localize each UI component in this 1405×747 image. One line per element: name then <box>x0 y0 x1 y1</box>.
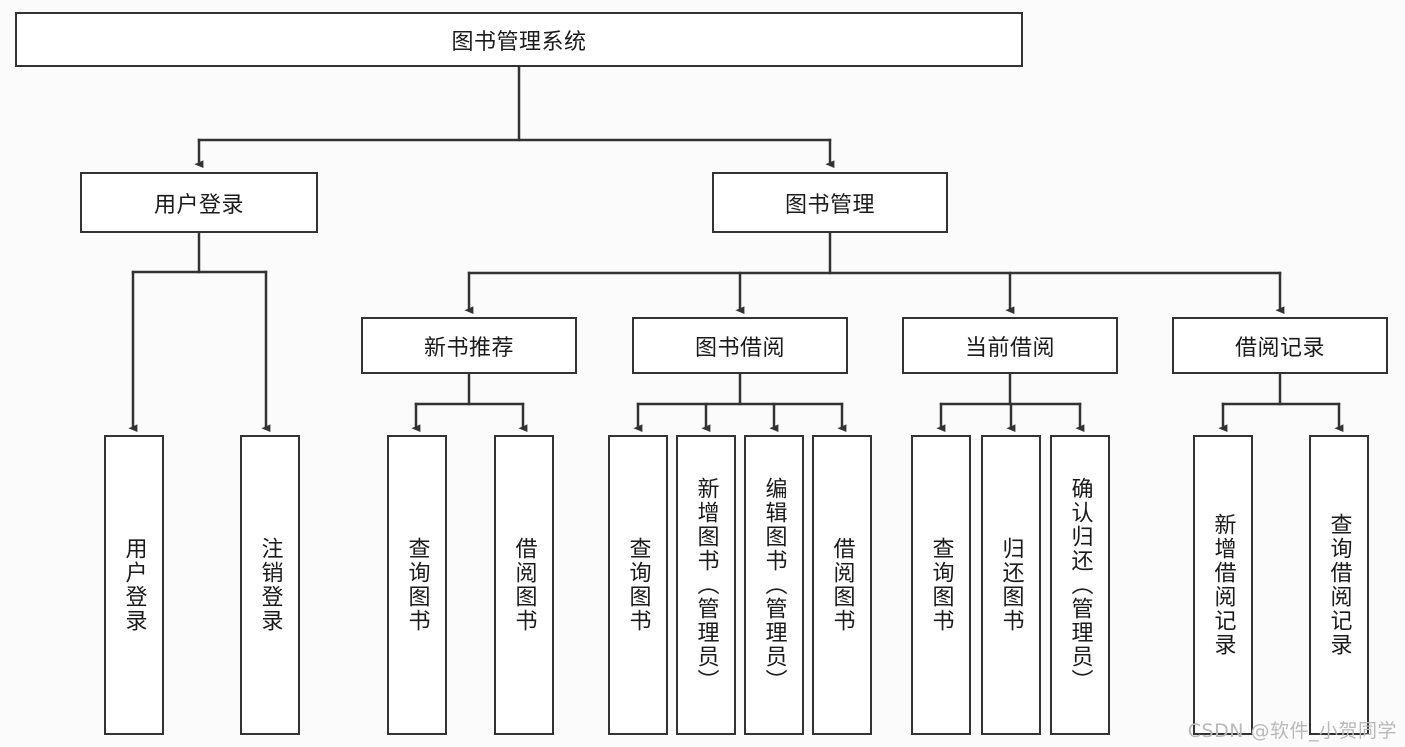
node-borrow-record[interactable]: 借阅记录 <box>1172 317 1388 374</box>
node-book-management-label: 图书管理 <box>784 192 875 218</box>
node-leaf-borrow-book-2-label: 借阅图书 <box>829 537 855 633</box>
node-leaf-logout-login-label: 注销登录 <box>257 537 283 633</box>
node-leaf-add-book[interactable]: 新增图书（管理员） <box>676 435 736 735</box>
node-leaf-user-login-label: 用户登录 <box>121 537 147 633</box>
node-leaf-edit-book[interactable]: 编辑图书（管理员） <box>744 435 804 735</box>
node-leaf-add-borrow-record-label: 新增借阅记录 <box>1210 513 1236 657</box>
node-leaf-add-book-label: 新增图书（管理员） <box>693 477 719 693</box>
node-new-book-recommend[interactable]: 新书推荐 <box>361 317 577 374</box>
node-current-borrow[interactable]: 当前借阅 <box>902 317 1118 374</box>
node-current-borrow-label: 当前借阅 <box>964 335 1055 361</box>
node-leaf-borrow-book-2[interactable]: 借阅图书 <box>812 435 872 735</box>
node-leaf-logout-login[interactable]: 注销登录 <box>240 435 300 735</box>
node-book-management[interactable]: 图书管理 <box>712 172 948 233</box>
node-user-login-label: 用户登录 <box>153 192 244 218</box>
node-leaf-query-borrow-record[interactable]: 查询借阅记录 <box>1309 435 1369 735</box>
node-book-borrow-label: 图书借阅 <box>694 335 785 361</box>
node-leaf-return-book[interactable]: 归还图书 <box>981 435 1041 735</box>
node-leaf-query-book-1[interactable]: 查询图书 <box>387 435 447 735</box>
node-leaf-edit-book-label: 编辑图书（管理员） <box>761 477 787 693</box>
node-leaf-query-book-2-label: 查询图书 <box>625 537 651 633</box>
node-leaf-borrow-book-1[interactable]: 借阅图书 <box>494 435 554 735</box>
node-leaf-query-book-2[interactable]: 查询图书 <box>608 435 668 735</box>
node-leaf-confirm-return-label: 确认归还（管理员） <box>1067 477 1093 693</box>
node-leaf-query-book-3-label: 查询图书 <box>928 537 954 633</box>
node-leaf-user-login[interactable]: 用户登录 <box>104 435 164 735</box>
node-new-book-recommend-label: 新书推荐 <box>423 335 514 361</box>
node-root-system[interactable]: 图书管理系统 <box>15 12 1023 67</box>
node-leaf-add-borrow-record[interactable]: 新增借阅记录 <box>1193 435 1253 735</box>
node-borrow-record-label: 借阅记录 <box>1234 335 1325 361</box>
node-leaf-query-book-3[interactable]: 查询图书 <box>911 435 971 735</box>
node-leaf-query-book-1-label: 查询图书 <box>404 537 430 633</box>
node-leaf-borrow-book-1-label: 借阅图书 <box>511 537 537 633</box>
node-leaf-query-borrow-record-label: 查询借阅记录 <box>1326 513 1352 657</box>
node-user-login[interactable]: 用户登录 <box>80 172 318 233</box>
node-leaf-return-book-label: 归还图书 <box>998 537 1024 633</box>
node-root-system-label: 图书管理系统 <box>451 29 587 55</box>
node-book-borrow[interactable]: 图书借阅 <box>632 317 848 374</box>
node-leaf-confirm-return[interactable]: 确认归还（管理员） <box>1050 435 1110 735</box>
